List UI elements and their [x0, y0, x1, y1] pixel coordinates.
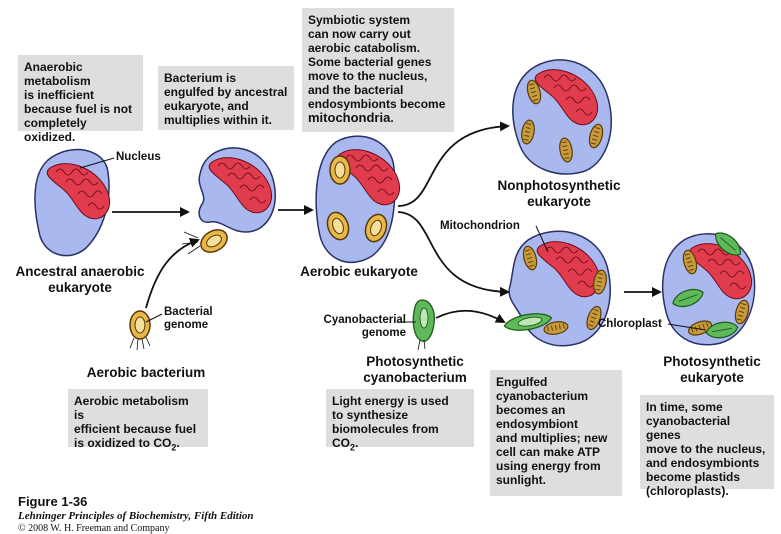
mitochondrion-label: Mitochondrion	[440, 220, 520, 232]
mitochondria-term: mitochondria	[308, 110, 391, 125]
aerobic-eukaryote-cell	[315, 135, 401, 264]
book-title: Lehninger Principles of Biochemistry, Fi…	[18, 510, 254, 522]
ancestral-eukaryote-label: Ancestral anaerobic eukaryote	[15, 264, 145, 295]
engulfing-cyanobacterium-cell	[503, 230, 611, 347]
photosynthetic-cyanobacterium-label: Photosynthetic cyanobacterium	[363, 354, 467, 385]
nonphotosynthetic-eukaryote-cell	[512, 59, 612, 175]
figure-number: Figure 1-36	[18, 494, 88, 509]
aerobic-bacterium	[129, 310, 151, 351]
plastid-note-text: In time, some cyanobacterial genes move …	[646, 400, 766, 484]
photosynthetic-eukaryote-label: Photosynthetic eukaryote	[663, 354, 761, 385]
ancestral-eukaryote-cell	[34, 148, 111, 257]
aerobic-note-period: .	[176, 436, 180, 450]
symbiotic-note-text: Symbiotic system can now carry out aerob…	[308, 13, 446, 111]
engulfment-note: Bacterium is engulfed by ancestral eukar…	[158, 66, 294, 130]
bacterial-genome-label: Bacterial genome	[164, 306, 213, 331]
process-arrows	[112, 121, 662, 323]
engulfed-cyanobacterium-note: Engulfed cyanobacterium becomes an endos…	[490, 370, 622, 496]
copyright: © 2008 W. H. Freeman and Company	[18, 523, 170, 534]
light-energy-note: Light energy is used to synthesize biomo…	[326, 389, 474, 452]
chloroplasts-term: (chloroplasts).	[646, 484, 729, 498]
anaerobic-metabolism-note: Anaerobic metabolism is inefficient beca…	[18, 55, 143, 144]
nonphotosynthetic-eukaryote-label: Nonphotosynthetic eukaryote	[497, 178, 621, 209]
nucleus-label: Nucleus	[116, 151, 161, 163]
aerobic-eukaryote-label: Aerobic eukaryote	[300, 264, 418, 279]
aerobic-note-sub: 2	[171, 442, 177, 453]
light-note-text: Light energy is used to synthesize biomo…	[332, 394, 449, 450]
plastid-note: In time, some cyanobacterial genes move …	[640, 395, 774, 498]
plastids-term: plastids	[694, 470, 741, 484]
aerobic-bacterium-label: Aerobic bacterium	[86, 365, 206, 380]
light-note-period: .	[355, 436, 359, 450]
symbiotic-system-note: Symbiotic system can now carry out aerob…	[302, 8, 454, 132]
cyanobacterial-genome-label: Cyanobacterial genome	[323, 314, 406, 339]
photosynthetic-eukaryote-cell	[661, 227, 756, 346]
light-note-sub: 2	[350, 442, 356, 453]
cyanobacterium	[412, 299, 436, 351]
aerobic-metabolism-note: Aerobic metabolism is efficient because …	[68, 389, 208, 452]
chloroplast-label: Chloroplast	[598, 318, 662, 330]
symbiotic-note-period: .	[390, 111, 394, 125]
aerobic-note-text: Aerobic metabolism is efficient because …	[74, 394, 197, 450]
